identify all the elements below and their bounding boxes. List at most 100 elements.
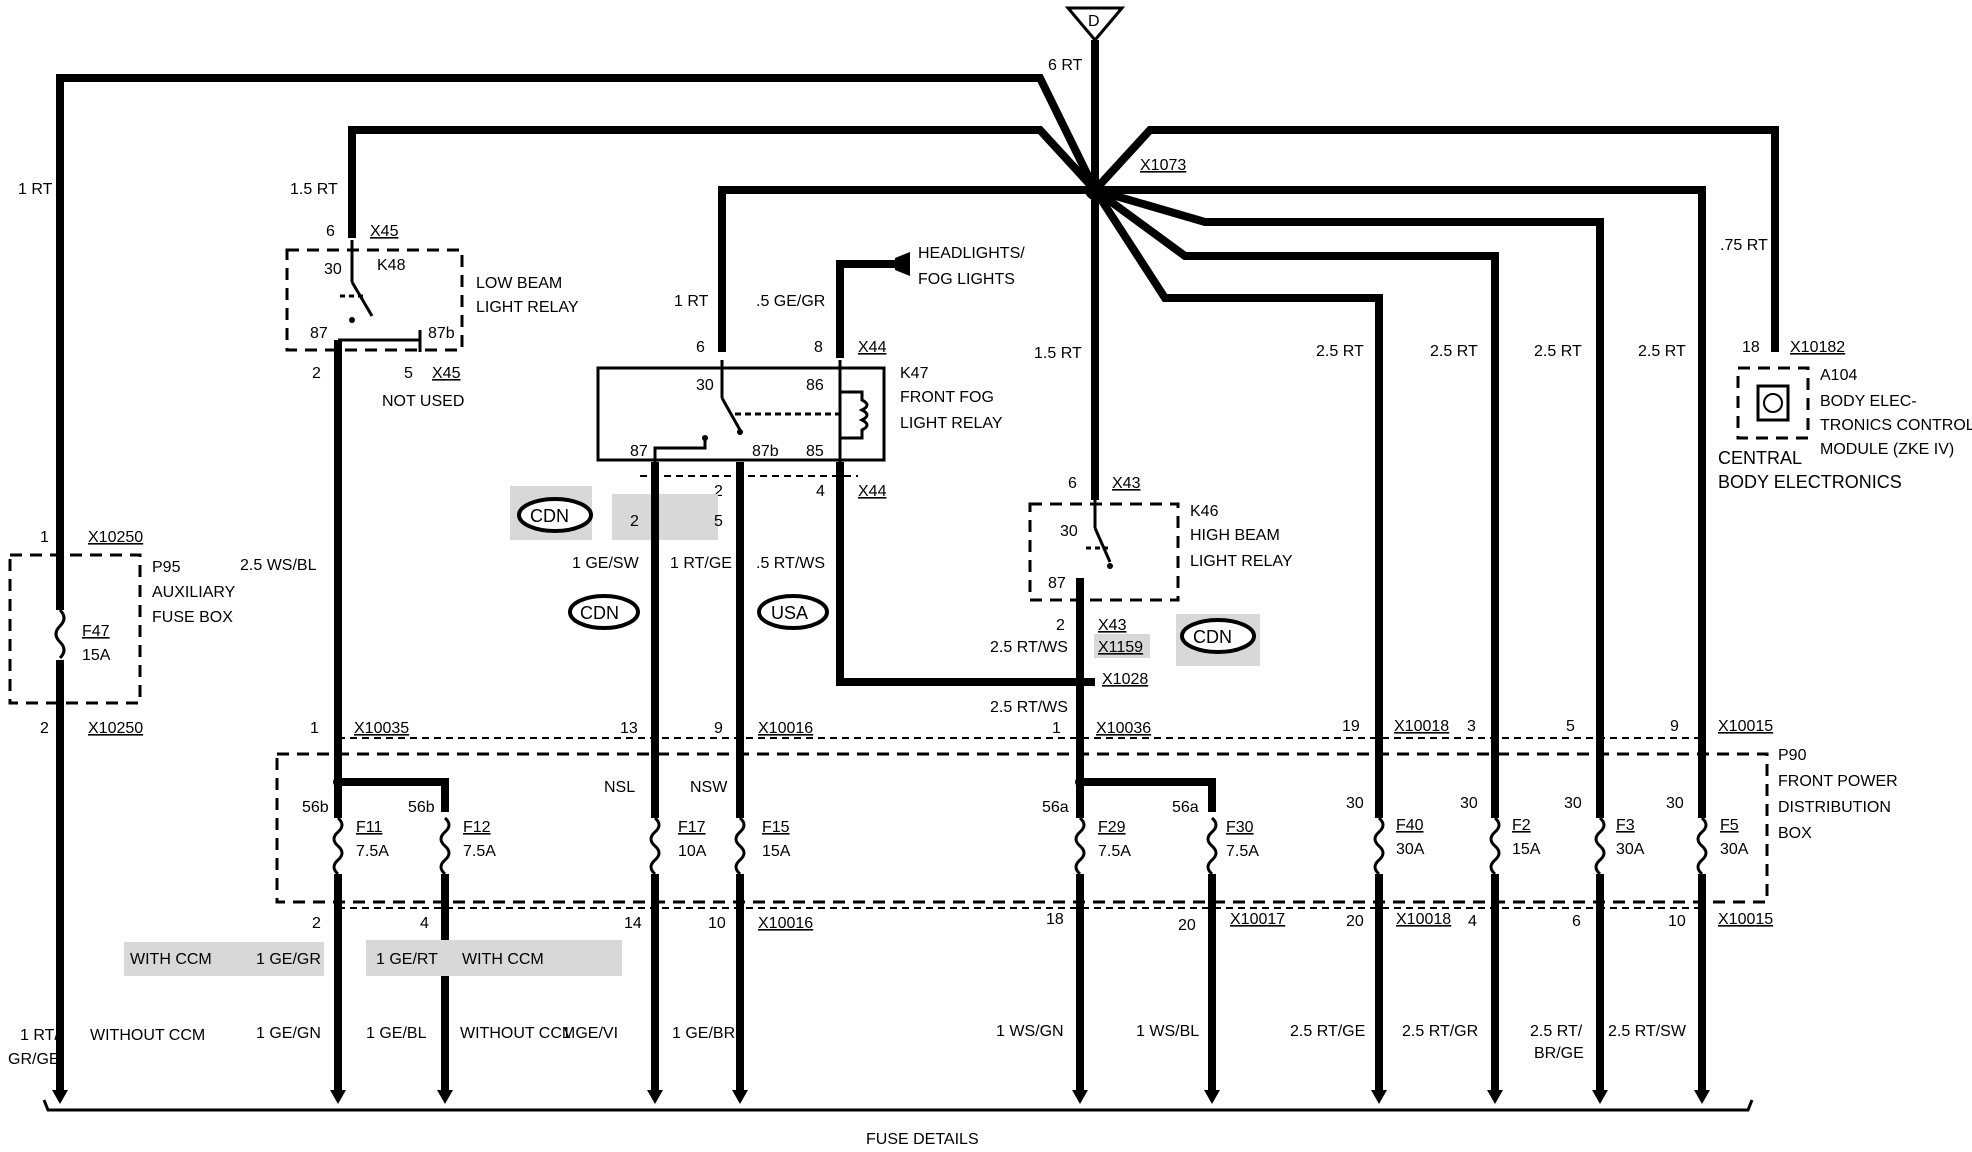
- svg-text:9: 9: [714, 720, 723, 737]
- fuse-f12-id: F12: [463, 819, 491, 836]
- connector-x10250-top: X10250: [88, 529, 143, 546]
- wire-label-low-out: 2.5 WS/BL: [240, 557, 317, 574]
- svg-text:2.5 RT/: 2.5 RT/: [1530, 1023, 1583, 1040]
- svg-text:2.5 RT/GE: 2.5 RT/GE: [1290, 1023, 1365, 1040]
- svg-text:1 WS/GN: 1 WS/GN: [996, 1023, 1064, 1040]
- svg-text:3: 3: [1467, 718, 1476, 735]
- note-with-ccm-2: WITH CCM: [462, 951, 544, 968]
- svg-text:30: 30: [324, 261, 342, 278]
- fuse-f40-rating: 30A: [1396, 841, 1425, 858]
- fuse-f29-rating: 7.5A: [1098, 843, 1131, 860]
- wire-label-high-beam-feed: 1.5 RT: [1034, 345, 1082, 362]
- fuse-f29-id: F29: [1098, 819, 1126, 836]
- svg-text:30: 30: [1666, 795, 1684, 812]
- k46-high-beam-relay: 1.5 RT 6 X43 30 87 K46 HIGH BEAM LIGHT R…: [990, 345, 1293, 1090]
- svg-text:FRONT FOG: FRONT FOG: [900, 389, 994, 406]
- svg-text:NSL: NSL: [604, 779, 635, 796]
- connector-x10018-top: X10018: [1394, 718, 1449, 735]
- fuse-f30-id: F30: [1226, 819, 1254, 836]
- svg-text:DISTRIBUTION: DISTRIBUTION: [1778, 799, 1891, 816]
- svg-text:K47: K47: [900, 365, 929, 382]
- wire-label-zke-feed: .75 RT: [1720, 237, 1768, 254]
- feed-wire-labels: 2.5 RT 2.5 RT 2.5 RT 2.5 RT: [1316, 343, 1686, 360]
- bottom-connectors: 2 4 14 10 X10016 18 20 X10017 20 X10018 …: [312, 907, 1773, 934]
- svg-text:30: 30: [696, 377, 714, 394]
- central-label-2: BODY ELECTRONICS: [1718, 472, 1902, 492]
- connector-x10018-bottom: X10018: [1396, 911, 1451, 928]
- wire-label-fog-ctrl: .5 GE/GR: [756, 293, 825, 310]
- feed-wires: [56, 74, 1779, 1090]
- svg-text:87b: 87b: [428, 325, 455, 342]
- svg-text:9: 9: [1670, 718, 1679, 735]
- fuse-f2-rating: 15A: [1512, 841, 1541, 858]
- svg-text:K48: K48: [377, 257, 406, 274]
- fuse-f40-id: F40: [1396, 817, 1424, 834]
- fuse-f3-rating: 30A: [1616, 841, 1645, 858]
- svg-text:AUXILIARY: AUXILIARY: [152, 584, 236, 601]
- svg-text:P90: P90: [1778, 747, 1807, 764]
- p95-auxiliary-fuse-box: 1 RT 1 X10250 2 X10250 P95 AUXILIARY FUS…: [8, 181, 236, 737]
- svg-text:20: 20: [1346, 913, 1364, 930]
- svg-text:FRONT POWER: FRONT POWER: [1778, 773, 1898, 790]
- svg-text:LIGHT RELAY: LIGHT RELAY: [900, 415, 1003, 432]
- svg-text:2.5 RT: 2.5 RT: [1316, 343, 1364, 360]
- connector-x10016-top: X10016: [758, 720, 813, 737]
- fuse-f15-id: F15: [762, 819, 790, 836]
- fuse-f5-rating: 30A: [1720, 841, 1749, 858]
- svg-text:2.5 RT: 2.5 RT: [1638, 343, 1686, 360]
- connector-x43-bottom: X43: [1098, 617, 1127, 634]
- fuse-f11-id: F11: [356, 819, 382, 836]
- svg-text:4: 4: [816, 483, 825, 500]
- svg-text:1: 1: [310, 720, 319, 737]
- market-badges: CDN CDN USA CDN: [510, 486, 1260, 666]
- svg-text:2.5 RT/GR: 2.5 RT/GR: [1402, 1023, 1478, 1040]
- svg-text:5: 5: [1566, 718, 1575, 735]
- svg-text:HEADLIGHTS/: HEADLIGHTS/: [918, 245, 1025, 262]
- wire-label-fog-out-b: 1 RT/GE: [670, 555, 732, 572]
- connector-x1159: X1159: [1098, 639, 1143, 656]
- power-source: D 6 RT: [1048, 6, 1126, 188]
- svg-text:1: 1: [40, 529, 49, 546]
- svg-text:LIGHT RELAY: LIGHT RELAY: [476, 299, 579, 316]
- svg-text:2: 2: [40, 720, 49, 737]
- svg-text:LOW BEAM: LOW BEAM: [476, 275, 562, 292]
- svg-text:LIGHT RELAY: LIGHT RELAY: [1190, 553, 1293, 570]
- svg-text:20: 20: [1178, 917, 1196, 934]
- wire-label-aux: 1 RT: [18, 181, 53, 198]
- svg-text:FOG LIGHTS: FOG LIGHTS: [918, 271, 1015, 288]
- svg-text:BODY ELEC-: BODY ELEC-: [1820, 393, 1917, 410]
- a104-body-electronics-module: .75 RT 18 X10182 A104 BODY ELEC- TRONICS…: [1718, 237, 1972, 492]
- badge-usa: USA: [771, 603, 808, 623]
- svg-text:2.5 RT: 2.5 RT: [1534, 343, 1582, 360]
- svg-text:HIGH BEAM: HIGH BEAM: [1190, 527, 1280, 544]
- svg-text:87: 87: [310, 325, 328, 342]
- connector-x43: X43: [1112, 475, 1141, 492]
- svg-text:56a: 56a: [1042, 799, 1069, 816]
- svg-text:87: 87: [1048, 575, 1066, 592]
- svg-text:85: 85: [806, 443, 824, 460]
- note-without-ccm-1: WITHOUT CCM: [90, 1027, 205, 1044]
- k47-front-fog-relay: 1 RT .5 GE/GR HEADLIGHTS/ FOG LIGHTS 6 8…: [572, 245, 1095, 1090]
- svg-text:10: 10: [708, 915, 726, 932]
- svg-text:BR/GE: BR/GE: [1534, 1045, 1584, 1062]
- wire-label-fog-out-c: .5 RT/WS: [756, 555, 825, 572]
- svg-text:87b: 87b: [752, 443, 779, 460]
- svg-text:A104: A104: [1820, 367, 1857, 384]
- connector-x10015-bottom: X10015: [1718, 911, 1773, 928]
- badge-cdn-2: CDN: [580, 603, 619, 623]
- svg-text:1 GE/BL: 1 GE/BL: [366, 1025, 427, 1042]
- svg-text:2.5 RT: 2.5 RT: [1430, 343, 1478, 360]
- svg-text:5: 5: [404, 365, 413, 382]
- svg-text:6: 6: [1068, 475, 1077, 492]
- svg-text:6: 6: [1572, 913, 1581, 930]
- fuse-f47-rating: 15A: [82, 647, 111, 664]
- badge-cdn-1: CDN: [530, 506, 569, 526]
- svg-text:2: 2: [312, 365, 321, 382]
- svg-text:2: 2: [630, 513, 639, 530]
- svg-text:1: 1: [1052, 720, 1061, 737]
- fuse-f3-id: F3: [1616, 817, 1635, 834]
- svg-text:BOX: BOX: [1778, 825, 1812, 842]
- svg-text:5: 5: [714, 513, 723, 530]
- connector-x10036: X10036: [1096, 720, 1151, 737]
- fuse-f17-id: F17: [678, 819, 706, 836]
